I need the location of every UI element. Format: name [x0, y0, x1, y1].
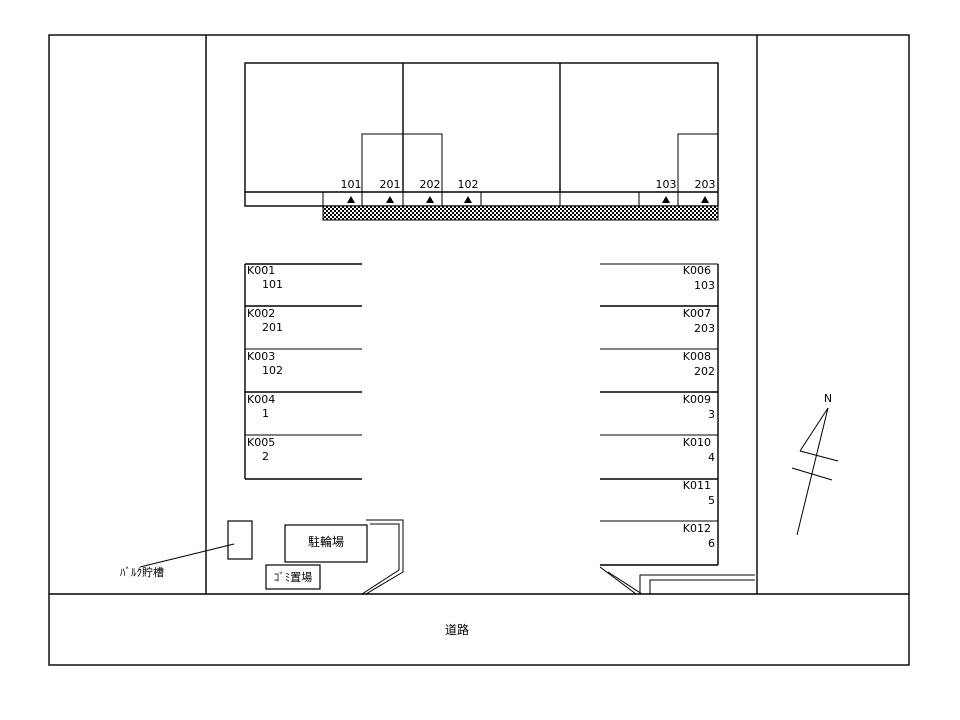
unit-number: 202: [420, 178, 441, 191]
parking-code: K011: [683, 479, 711, 492]
road-label: 道路: [445, 622, 469, 637]
garbage-area-label: ｺﾞﾐ置場: [274, 571, 313, 584]
bicycle-parking: [284, 524, 368, 563]
parking-right-area: [600, 263, 719, 566]
parking-code: K001: [247, 264, 275, 277]
unit-number: 201: [380, 178, 401, 191]
parking-unit: 5: [708, 494, 715, 507]
north-arrow-icon: [791, 407, 839, 536]
parking-unit: 4: [708, 451, 715, 464]
parking-code: K003: [247, 350, 275, 363]
valve-tank-label: ﾊﾞﾙｸ貯槽: [120, 566, 164, 579]
entrance-triangle-icon: [386, 196, 394, 203]
bicycle-parking-label: 駐輪場: [308, 534, 344, 549]
valve-tank-leader-line: [139, 543, 235, 568]
parking-code: K012: [683, 522, 711, 535]
parking-left-area: [244, 263, 362, 480]
parking-code: K004: [247, 393, 275, 406]
entrance-triangle-icon: [662, 196, 670, 203]
parking-code: K009: [683, 393, 711, 406]
entrance-triangle-icon: [426, 196, 434, 203]
garbage-area: [265, 564, 321, 590]
parking-code: K010: [683, 436, 711, 449]
parking-unit: 101: [262, 278, 283, 291]
parking-unit: 2: [262, 450, 269, 463]
parking-code: K005: [247, 436, 275, 449]
north-label: N: [824, 392, 832, 405]
valve-tank: [227, 520, 253, 560]
parking-unit: 3: [708, 408, 715, 421]
parking-unit: 103: [694, 279, 715, 292]
entrance-triangle-icon: [701, 196, 709, 203]
site-boundary: [48, 34, 910, 666]
unit-number: 203: [695, 178, 716, 191]
parking-code: K007: [683, 307, 711, 320]
parking-unit: 1: [262, 407, 269, 420]
entrance-structure: [361, 519, 404, 595]
entrance-triangle-icon: [464, 196, 472, 203]
parking-code: K006: [683, 264, 711, 277]
parking-unit: 201: [262, 321, 283, 334]
parking-unit: 102: [262, 364, 283, 377]
parking-code: K008: [683, 350, 711, 363]
parking-unit: 203: [694, 322, 715, 335]
unit-labels: 101 201 202 102 103 203: [341, 178, 716, 203]
paved-walkway: [322, 205, 719, 221]
parking-unit: 202: [694, 365, 715, 378]
apartment-building: [244, 62, 719, 207]
parking-unit: 6: [708, 537, 715, 550]
unit-number: 102: [458, 178, 479, 191]
parking-code: K002: [247, 307, 275, 320]
entrance-triangle-icon: [347, 196, 355, 203]
unit-number: 103: [656, 178, 677, 191]
unit-number: 101: [341, 178, 362, 191]
driveway-entrance: [599, 566, 755, 595]
